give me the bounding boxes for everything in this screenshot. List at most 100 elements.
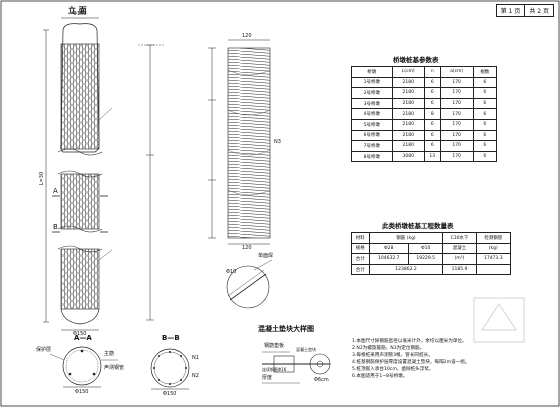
table-cell: 6 bbox=[472, 118, 498, 131]
table-header-row: 材料 钢筋 (kg) C30水下 检测钢管 bbox=[351, 232, 512, 244]
watermark-logo bbox=[473, 297, 525, 343]
table-row: 合计 123862.2 1185.9 bbox=[351, 263, 512, 276]
table-cell: 17473.3 bbox=[475, 253, 512, 265]
table-cell: 3号桥墩 bbox=[351, 97, 393, 110]
spiral-label: N3 bbox=[274, 139, 281, 145]
table-qty: 材料 钢筋 (kg) C30水下 检测钢管 规格 Φ28 Φ10 混凝土 (kg… bbox=[351, 232, 512, 276]
table-header-cell: C30水下 bbox=[442, 232, 477, 244]
block-label-2: 混凝土垫块 bbox=[296, 347, 316, 352]
section-bb-label-0: N1 bbox=[192, 355, 199, 361]
section-bb-title: B—B bbox=[162, 334, 180, 342]
table-cell: 6 bbox=[472, 129, 498, 142]
section-aa-label-0: 保护层 bbox=[36, 347, 52, 353]
block-detail-title: 混凝土垫块大样图 bbox=[258, 325, 314, 333]
spiral-dim-bottom: 120 bbox=[242, 245, 252, 251]
elevation-pile bbox=[43, 17, 113, 331]
table-qty-title: 此类桥墩桩基工程数量表 bbox=[382, 222, 454, 230]
section-bb-label-1: N2 bbox=[192, 373, 199, 379]
table-cell: 170 bbox=[439, 108, 474, 120]
table-row: 合计 104632.7 19229.5 (m³) 17473.3 bbox=[351, 253, 512, 265]
table-cell: 123862.2 bbox=[368, 263, 444, 276]
table-cell: 6 bbox=[472, 97, 498, 110]
table-cell: 104632.7 bbox=[368, 253, 410, 265]
section-aa-label-1: 主筋 bbox=[104, 351, 115, 357]
table-cell: 6 bbox=[472, 150, 498, 163]
table-cell: 170 bbox=[439, 87, 474, 99]
table-header-cell: 混凝土 bbox=[442, 242, 477, 255]
table-cell: 2180 bbox=[391, 108, 425, 120]
section-bb-dim: Φ150 bbox=[163, 391, 177, 397]
block-label-0: 钢筋垫板 bbox=[264, 343, 285, 349]
table-cell: 8 bbox=[423, 108, 441, 120]
table-cell: 170 bbox=[439, 76, 474, 89]
table-header-cell: 根数 bbox=[472, 66, 498, 78]
table-cell: 6 bbox=[423, 76, 441, 89]
table-cell: 4号桥墩 bbox=[351, 108, 393, 120]
table-header-cell: (kg) bbox=[475, 242, 512, 255]
note-line: 2.N2为螺旋箍筋，N3为定位钢筋。 bbox=[352, 346, 425, 351]
note-line: 4.桩基钢筋保护层厚度设置混凝土垫块，每隔2m设一组。 bbox=[352, 360, 470, 365]
note-line: 1.本图尺寸除钢筋直径以毫米计外，余均以厘米为单位。 bbox=[352, 339, 467, 344]
table-header-cell: 规格 bbox=[351, 242, 370, 255]
note-line: 6.本图适用于1~8号桥墩。 bbox=[352, 374, 408, 379]
block-label-3: 厚度 bbox=[262, 375, 273, 381]
table-piers-title: 桥墩桩基参数表 bbox=[393, 56, 439, 64]
table-cell: 2180 bbox=[391, 129, 425, 142]
table-cell: 170 bbox=[439, 118, 474, 131]
table-cell: 6 bbox=[472, 108, 498, 120]
table-cell: 1185.9 bbox=[442, 263, 477, 276]
section-bb-drawing bbox=[150, 348, 190, 390]
table-header-cell: n bbox=[423, 66, 441, 78]
table-header-row: 桥墩 L(cm) n a(cm) 根数 bbox=[351, 66, 498, 78]
table-cell: 13 bbox=[423, 150, 441, 163]
table-cell bbox=[475, 263, 512, 276]
table-cell: 5号桥墩 bbox=[351, 118, 393, 131]
detail-circle-dim: Φ10 bbox=[226, 269, 237, 275]
table-header-cell: 桥墩 bbox=[351, 66, 393, 78]
section-aa-drawing bbox=[49, 346, 118, 388]
table-header-row: 规格 Φ28 Φ10 混凝土 (kg) bbox=[351, 242, 512, 255]
block-label-1: 连续钢筋Φ16 bbox=[262, 367, 287, 372]
table-cell: 170 bbox=[439, 140, 474, 152]
table-cell: 8号桥墩 bbox=[351, 150, 393, 163]
table-cell: 2号桥墩 bbox=[351, 87, 393, 99]
elevation-dimension-chain bbox=[138, 44, 165, 321]
table-header-cell: Φ10 bbox=[408, 242, 444, 255]
table-cell: 合计 bbox=[351, 253, 370, 265]
elevation-dim-bottom: Φ150 bbox=[73, 331, 87, 337]
detail-circle bbox=[226, 259, 273, 309]
section-aa-dim: Φ150 bbox=[75, 389, 89, 395]
page-total: 共 2 页 bbox=[524, 4, 554, 17]
table-header-cell: a(cm) bbox=[439, 66, 474, 78]
detail-circle-label: 单面焊 bbox=[258, 253, 274, 259]
block-detail-dim: Φ6cm bbox=[314, 377, 329, 383]
section-aa-title: A—A bbox=[74, 334, 92, 342]
table-header-cell: 材料 bbox=[351, 232, 370, 244]
table-cell: 170 bbox=[439, 150, 474, 163]
table-cell: 6 bbox=[423, 129, 441, 142]
table-cell: 6号桥墩 bbox=[351, 129, 393, 142]
page-current: 第 1 页 bbox=[495, 4, 526, 17]
table-cell: 170 bbox=[439, 97, 474, 110]
elevation-title: 立 面 bbox=[68, 6, 87, 15]
table-cell: 2180 bbox=[391, 87, 425, 99]
table-cell: (m³) bbox=[442, 253, 477, 265]
note-line: 3.每根桩采用声测管3根，管长同桩长。 bbox=[352, 353, 433, 358]
table-header-cell: 检测钢管 bbox=[475, 232, 512, 244]
table-cell: 7号桥墩 bbox=[351, 140, 393, 152]
table-cell: 6 bbox=[472, 87, 498, 99]
table-cell: 2180 bbox=[391, 140, 425, 152]
table-cell: 1号桥墩 bbox=[351, 76, 393, 89]
table-cell: 2180 bbox=[391, 97, 425, 110]
section-aa-label-2: 声测钢管 bbox=[104, 365, 125, 371]
note-line: 5.桩顶嵌入承台10cm，凿除桩头浮浆。 bbox=[352, 367, 434, 372]
table-cell: 2180 bbox=[391, 118, 425, 131]
